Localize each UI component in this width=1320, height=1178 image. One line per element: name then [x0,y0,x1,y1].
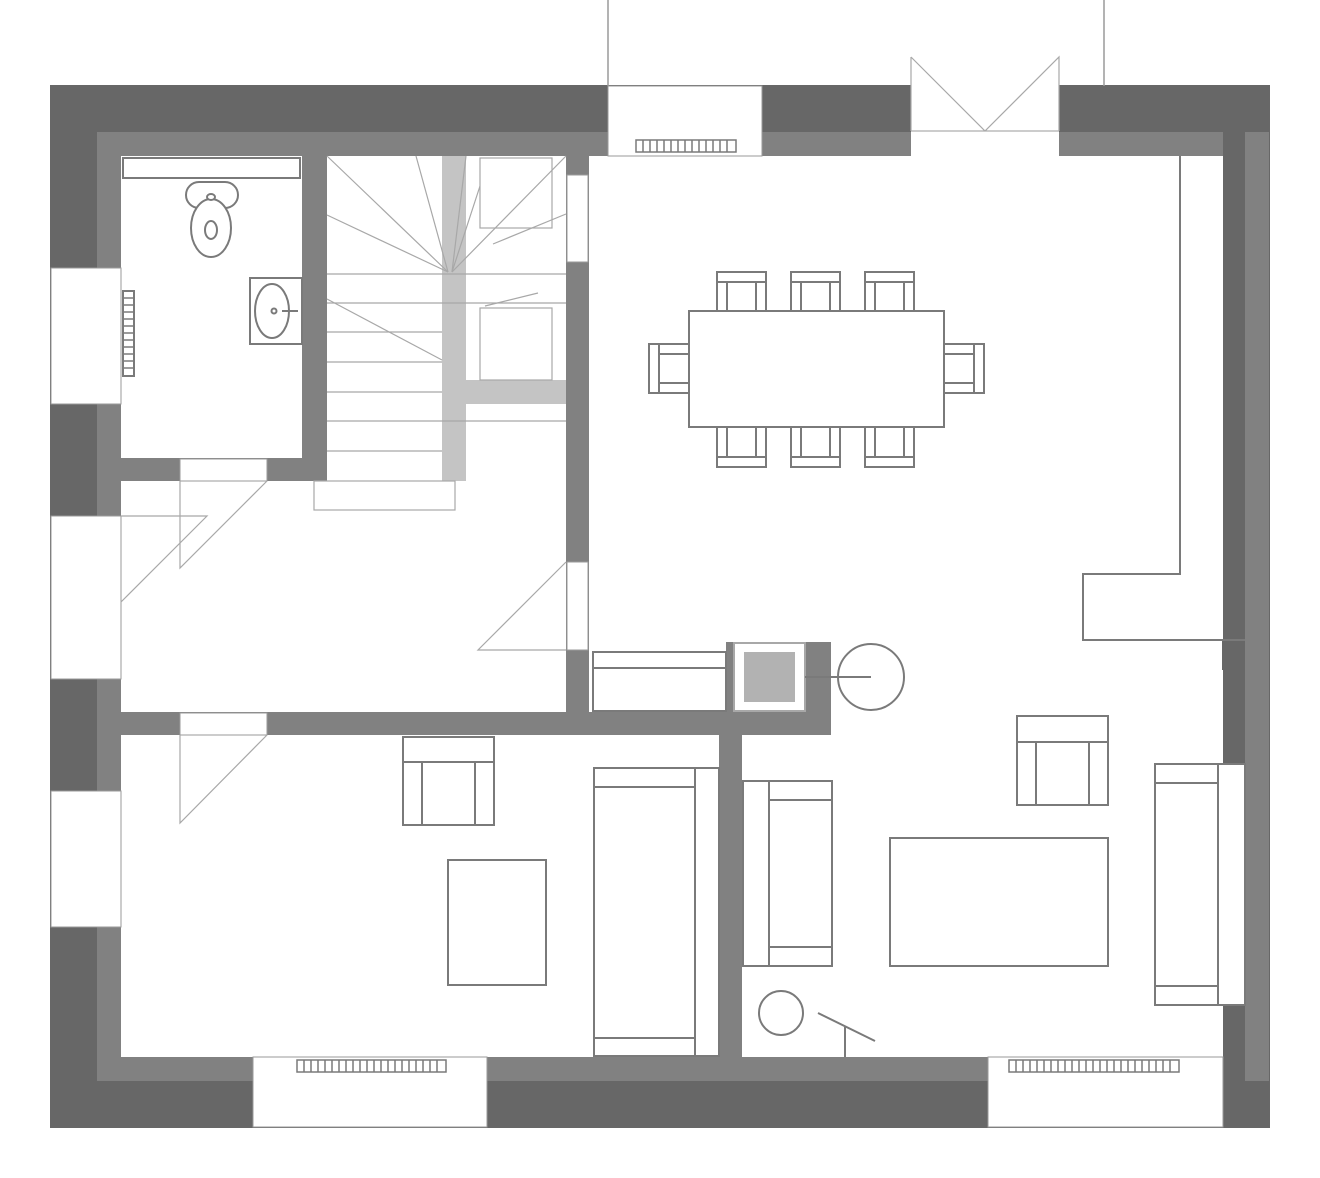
bathroom-radiator-icon [122,290,135,377]
dining-table [688,310,945,428]
sofa-right [1154,763,1246,1006]
window-left-upper [50,267,122,405]
dining-chair [716,271,767,312]
bathroom-shelf [122,157,301,179]
door-openings [179,174,1245,736]
bedroom [402,736,720,1057]
radiators [296,139,1180,1073]
bedside-table [447,859,547,986]
bed [593,767,720,1057]
balcony-outline [607,0,1105,86]
bedroom-door-swing [179,734,268,825]
radiator-icon-bottom-left [296,1059,447,1073]
armchair [402,736,495,826]
bathroom-door-swing [179,480,268,570]
dining-chair [864,271,915,312]
window-openings [50,85,1224,1128]
floor-lamp-icon [758,990,804,1036]
coffee-table [889,837,1109,967]
dining-area [592,156,1245,712]
dining-door-swing [476,561,567,651]
radiator-icon-bottom-right [1008,1059,1180,1073]
dining-chair [943,343,985,394]
kitchen-counter [1082,156,1245,641]
staircase [313,155,567,511]
stove-icon [733,642,838,712]
round-table [837,643,905,711]
hall-window-door-swing [120,515,209,603]
living-room [742,715,1246,1057]
dining-chair [648,343,690,394]
balcony-door-swing [910,55,1060,132]
sideboard [592,651,727,712]
dining-chair [716,426,767,468]
sofa-left [742,780,833,967]
window-left-middle [50,515,122,680]
radiator-icon-top [635,139,737,153]
door-swings [120,480,567,825]
desk-lamp-icon [817,1012,876,1057]
dining-chair [790,426,841,468]
window-left-lower [50,790,122,928]
toilet-icon [185,181,239,258]
dining-chair [790,271,841,312]
sink-icon [249,277,303,345]
dining-chair [864,426,915,468]
balcony-door-opening [911,85,1059,156]
armchair [1016,715,1109,806]
bathroom [122,157,303,377]
